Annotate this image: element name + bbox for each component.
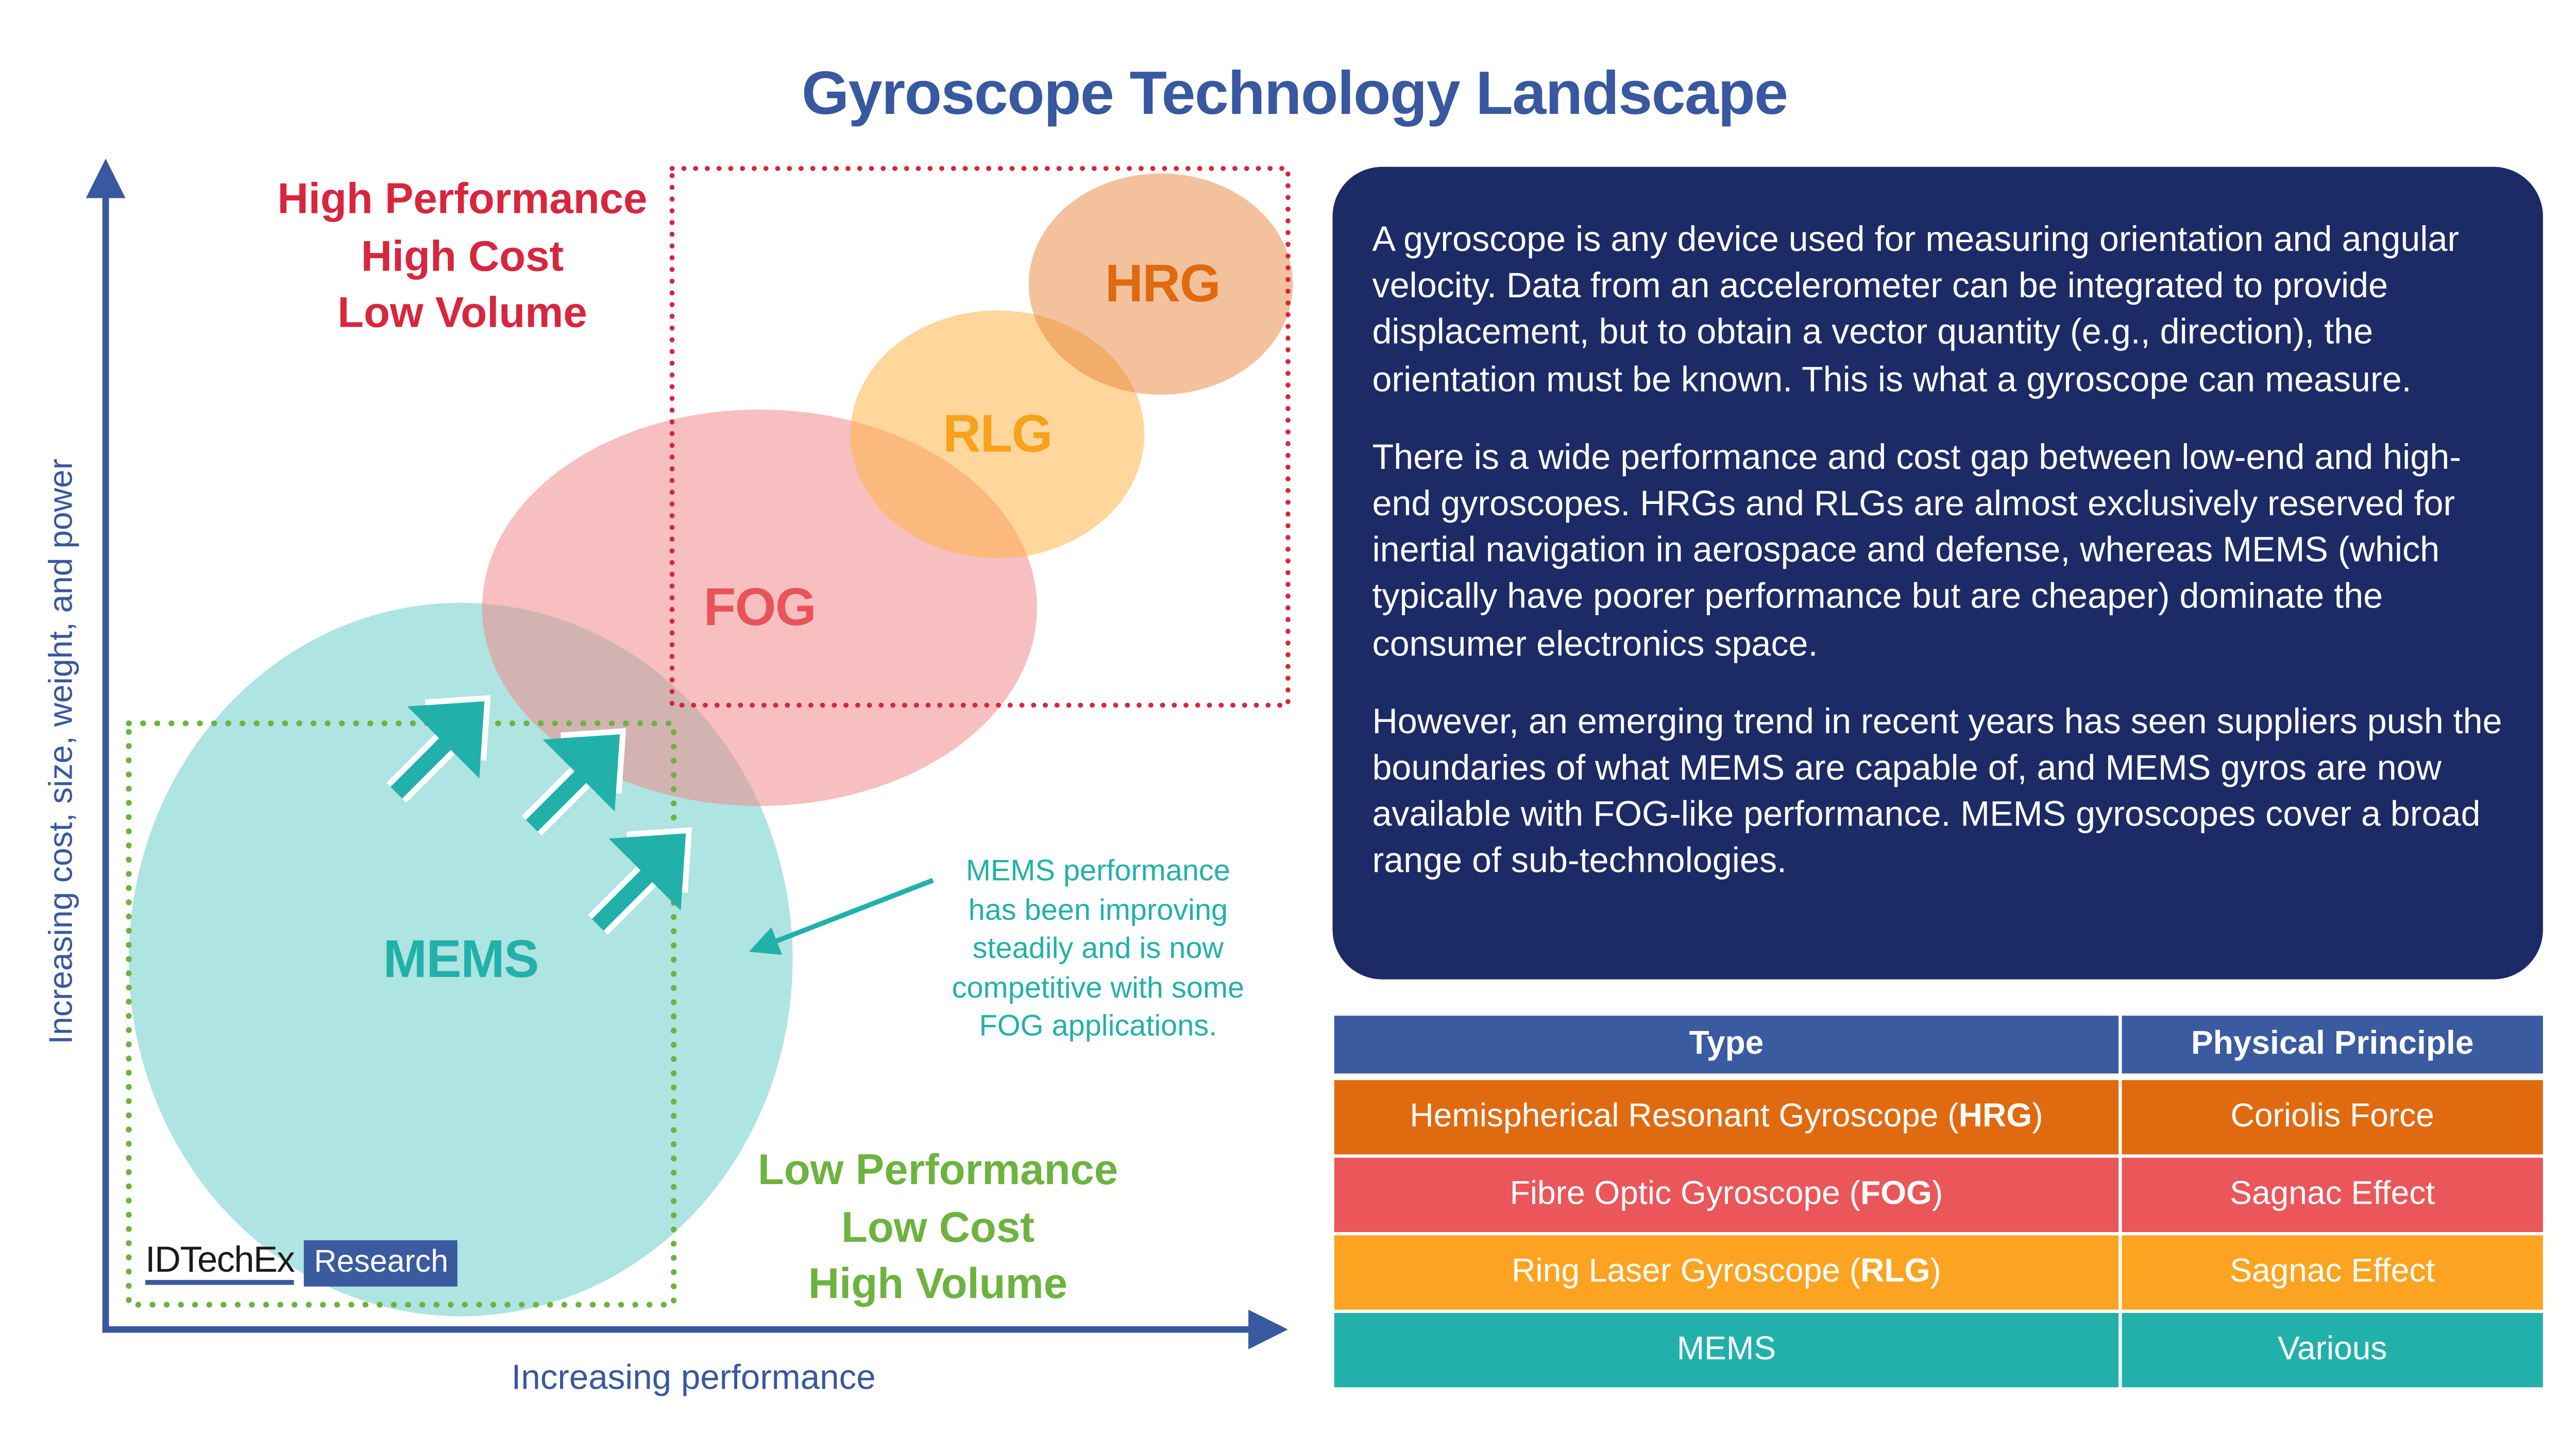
table-row: Hemispherical Resonant Gyroscope (HRG) C… [1334, 1080, 2543, 1155]
type-text: Hemispherical Resonant Gyroscope ( [1410, 1098, 1959, 1135]
zone-line: Low Volume [337, 287, 587, 337]
page-title: Gyroscope Technology Landscape [802, 59, 1788, 127]
logo-name: IDTechEx [145, 1239, 295, 1285]
annotation-line: FOG applications. [979, 1009, 1217, 1042]
header-principle: Physical Principle [2122, 1016, 2543, 1074]
y-axis-label: Increasing cost, size, weight, and power [43, 458, 80, 1044]
description-panel: A gyroscope is any device used for measu… [1332, 166, 2543, 980]
rlg-bubble [850, 310, 1145, 559]
type-cell: Hemispherical Resonant Gyroscope (HRG) [1334, 1080, 2119, 1155]
fog-label: FOG [703, 577, 817, 637]
principle-cell: Various [2122, 1313, 2543, 1388]
table-header: Type Physical Principle [1334, 1016, 2543, 1074]
x-axis-label: Increasing performance [511, 1359, 876, 1397]
type-cell: Fibre Optic Gyroscope (FOG) [1334, 1157, 2119, 1233]
description-paragraph: There is a wide performance and cost gap… [1372, 437, 2461, 664]
zone-line: High Volume [808, 1258, 1068, 1308]
zone-line: Low Performance [757, 1144, 1118, 1194]
annotation-line: MEMS performance [965, 854, 1230, 887]
low-performance-zone [126, 720, 677, 1308]
principle-cell: Coriolis Force [2122, 1080, 2543, 1155]
high-performance-label: High Performance High Cost Low Volume [278, 170, 648, 341]
improvement-arrows [386, 695, 692, 935]
zone-line: High Cost [361, 230, 564, 280]
type-text: Fibre Optic Gyroscope ( [1510, 1176, 1860, 1212]
type-abbr: FOG [1860, 1176, 1932, 1212]
annotation-line: steadily and is now [972, 931, 1224, 965]
type-close: ) [1930, 1253, 1941, 1290]
mems-label: MEMS [383, 929, 539, 989]
description-paragraph: A gyroscope is any device used for measu… [1372, 220, 2460, 399]
hrg-bubble [1028, 173, 1293, 395]
low-performance-label: Low Performance Low Cost High Volume [758, 1141, 1118, 1312]
table-row: Fibre Optic Gyroscope (FOG) Sagnac Effec… [1334, 1157, 2543, 1233]
arrow-icon [386, 695, 491, 803]
header-type: Type [1334, 1016, 2119, 1074]
type-text: Ring Laser Gyroscope ( [1512, 1253, 1861, 1290]
type-close: ) [2032, 1098, 2043, 1135]
zone-line: Low Cost [841, 1201, 1035, 1251]
principle-cell: Sagnac Effect [2122, 1235, 2543, 1310]
hrg-label: HRG [1105, 253, 1221, 313]
table-row: MEMS Various [1334, 1313, 2543, 1388]
zone-line: High Performance [277, 173, 648, 223]
type-cell: Ring Laser Gyroscope (RLG) [1334, 1235, 2119, 1310]
principle-cell: Sagnac Effect [2122, 1157, 2543, 1233]
annotation-line: competitive with some [952, 970, 1245, 1004]
annotation-line: has been improving [968, 892, 1228, 926]
arrow-icon [521, 728, 626, 836]
gyroscope-types-table: Type Physical Principle Hemispherical Re… [1334, 1016, 2543, 1391]
mems-annotation: MEMS performance has been improving stea… [952, 852, 1245, 1047]
type-abbr: HRG [1958, 1098, 2032, 1135]
description-paragraph: However, an emerging trend in recent yea… [1372, 701, 2502, 881]
rlg-label: RLG [943, 403, 1053, 464]
type-cell: MEMS [1334, 1313, 2119, 1388]
table-row: Ring Laser Gyroscope (RLG) Sagnac Effect [1334, 1235, 2543, 1310]
type-text: MEMS [1676, 1331, 1776, 1368]
logo-tag: Research [304, 1240, 459, 1287]
type-close: ) [1931, 1176, 1943, 1212]
type-abbr: RLG [1860, 1253, 1930, 1290]
annotation-pointer-arrow [749, 878, 934, 955]
arrow-icon [587, 827, 692, 935]
